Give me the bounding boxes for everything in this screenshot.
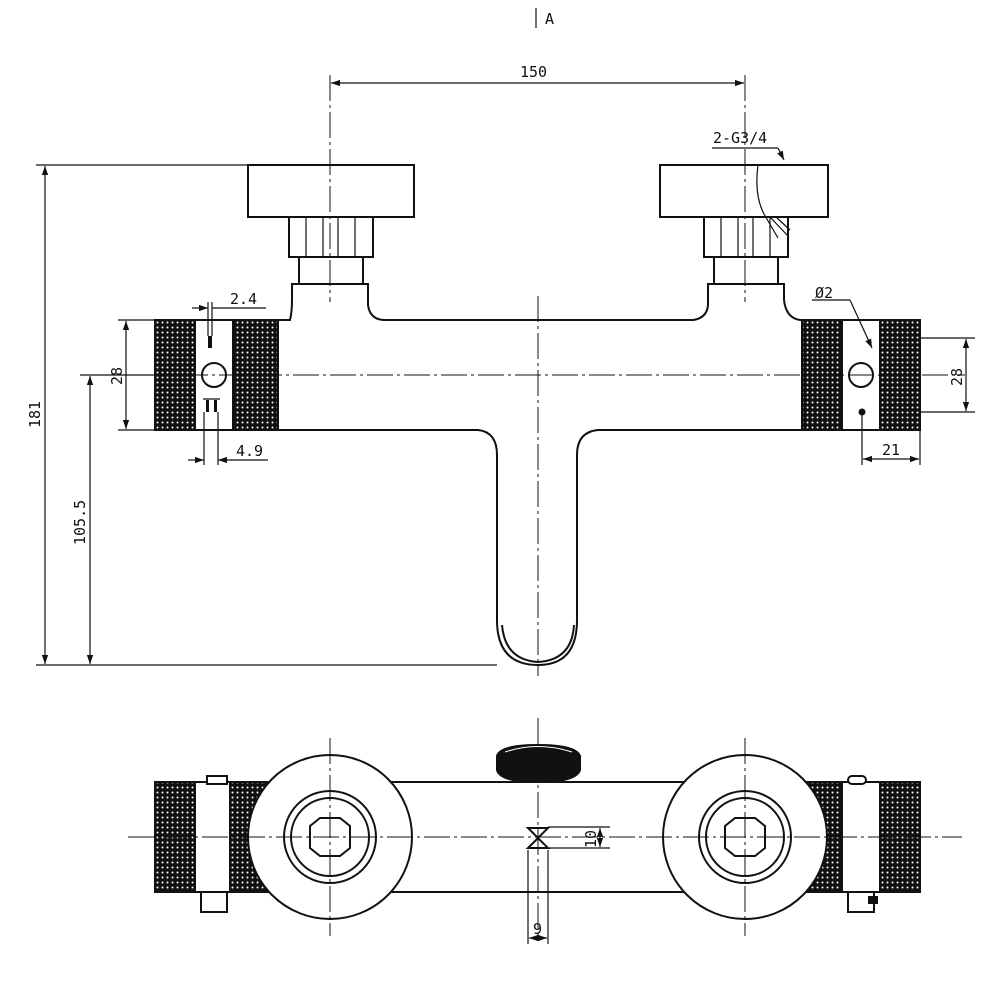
dim-hole-offset: 21 [882, 441, 900, 459]
left-pin-mark-b [214, 400, 217, 412]
left-inlet-cap [247, 164, 415, 218]
dim-hole-diameter: Ø2 [815, 284, 833, 302]
dim-outlet-height: 105.5 [71, 500, 89, 545]
bottom-right-tab-top [847, 775, 867, 785]
bottom-view [128, 718, 962, 940]
left-inlet-neck [298, 256, 364, 285]
dim-inlet-thread: 2-G3/4 [713, 129, 767, 147]
left-pin-mark-a [206, 400, 209, 412]
left-inlet-nut [288, 216, 374, 258]
dim-slot-width: 2.4 [230, 290, 257, 308]
right-inlet-cap [659, 164, 829, 218]
valve-body [277, 283, 803, 667]
bottom-dimensions: 10 9 [527, 826, 610, 944]
front-view [108, 75, 965, 676]
dim-inlet-spacing: 150 [520, 63, 547, 81]
dim-bottom-horizontal: 9 [533, 920, 542, 938]
section-marker-label: A [545, 10, 554, 28]
right-handle-pin [858, 408, 866, 416]
thread-section [756, 164, 779, 239]
front-dimensions: 150 2-G3/4 181 105.5 28 28 2.4 [26, 63, 975, 666]
bottom-left-tab-top [206, 775, 228, 785]
right-inlet-neck [713, 256, 779, 285]
dim-bottom-vertical: 10 [582, 830, 600, 848]
dim-overall-height: 181 [26, 401, 44, 428]
left-slot-mark [208, 336, 212, 348]
dim-pin-offset: 4.9 [236, 442, 263, 460]
bottom-left-tab [200, 891, 228, 913]
dim-body-diameter-left: 28 [108, 367, 126, 385]
dim-body-diameter-right: 28 [948, 368, 966, 386]
section-marker: A [535, 8, 554, 28]
